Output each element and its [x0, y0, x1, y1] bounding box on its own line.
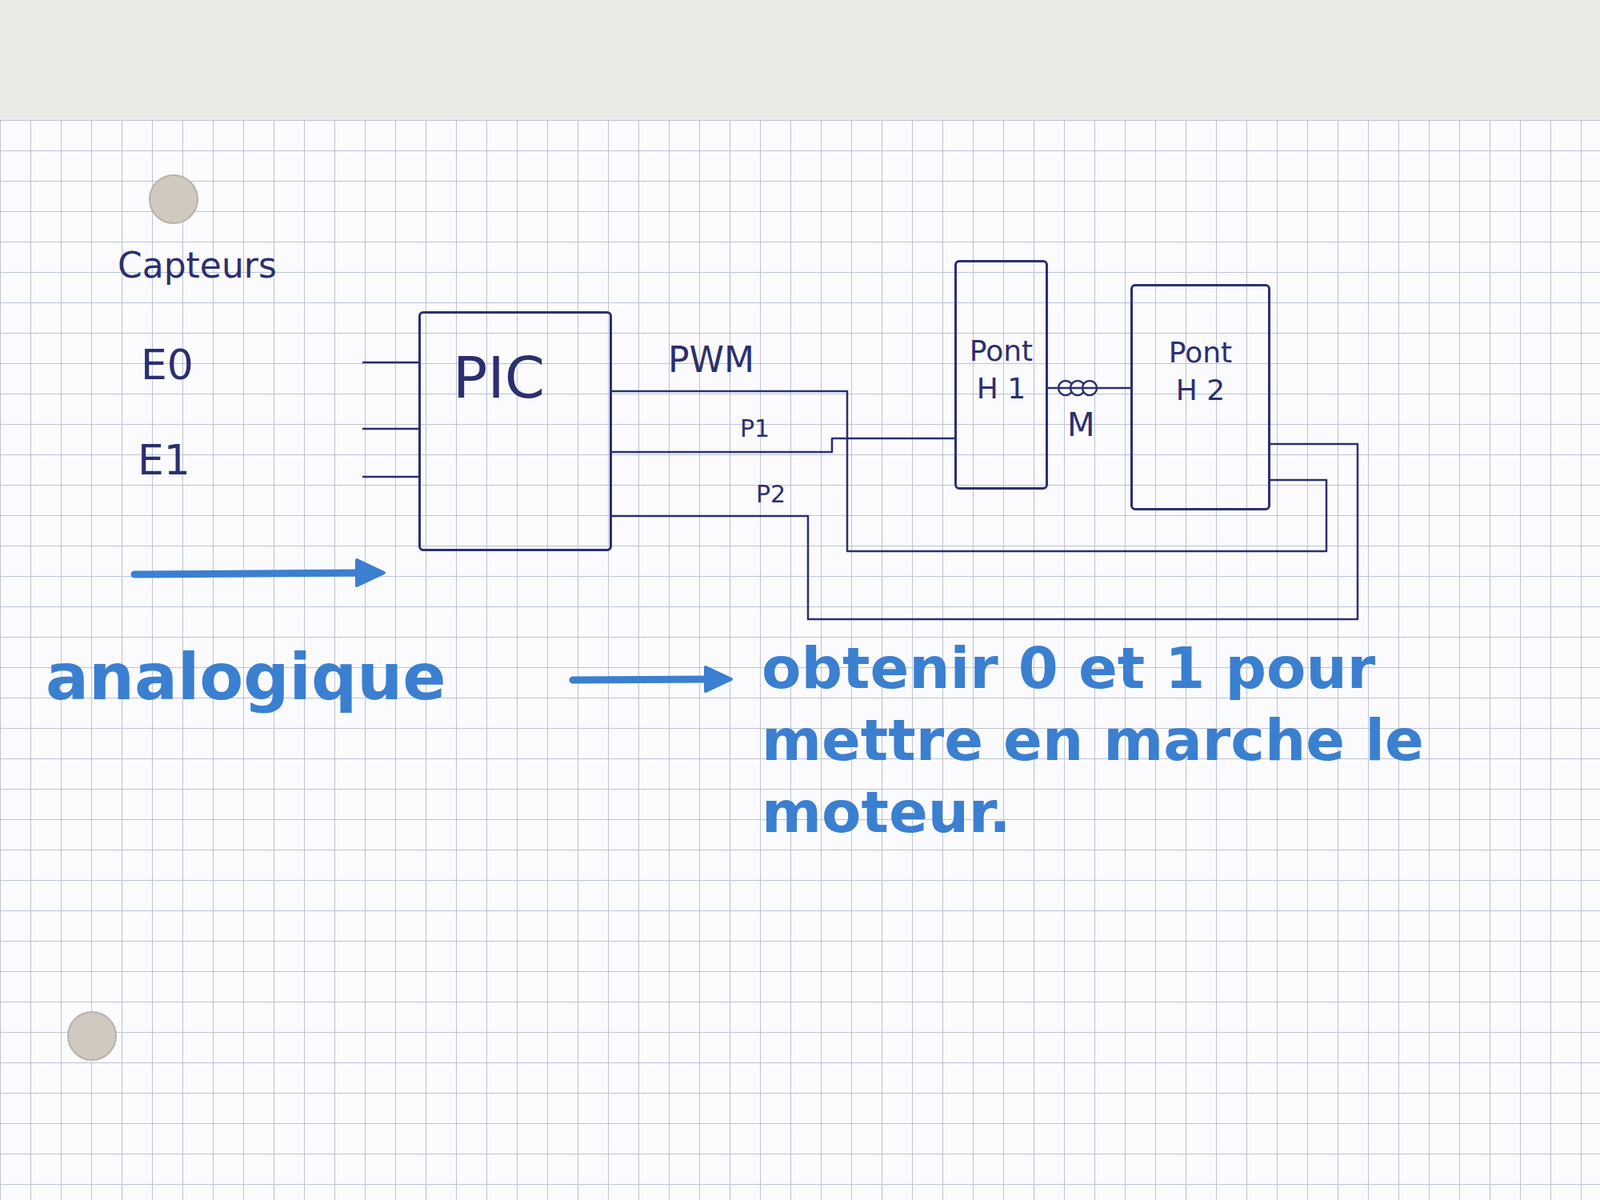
signal-wire	[1048, 387, 1131, 390]
blue-arrow	[572, 667, 732, 692]
motor-label: M	[1067, 406, 1096, 444]
signal-wire	[612, 391, 1327, 552]
h-bridge-box: Pont H 2	[1130, 284, 1271, 511]
punch-hole	[68, 1012, 116, 1060]
blue-arrow	[134, 560, 384, 586]
signal-name: P2	[756, 480, 786, 508]
sensor-heading: Capteurs	[117, 244, 277, 286]
pic-box: PIC	[418, 311, 612, 552]
h-bridge-box: Pont H 1	[954, 260, 1048, 490]
signal-wire	[612, 438, 955, 452]
punch-hole	[149, 175, 198, 224]
note-text: analogique	[45, 640, 446, 715]
input-name: E0	[140, 340, 194, 389]
note-text: obtenir 0 et 1 pour mettre en marche le …	[761, 632, 1482, 848]
box-text: Pont H 2	[1168, 334, 1232, 410]
input-wires	[362, 362, 419, 477]
signal-name: P1	[740, 414, 770, 443]
signal-wire	[612, 444, 1358, 620]
box-text: Pont H 1	[969, 332, 1033, 408]
box-text: PIC	[452, 340, 602, 416]
input-name: E1	[137, 436, 191, 484]
signal-name: PWM	[668, 339, 755, 380]
